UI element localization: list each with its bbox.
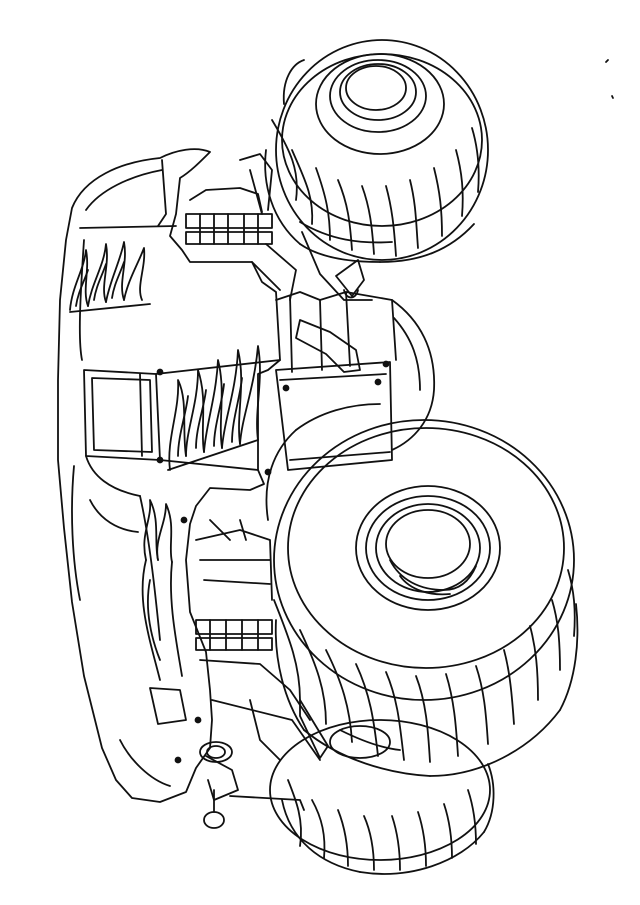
rear-wheel [264,39,489,301]
edge-mark [605,59,609,63]
truck-body [57,148,281,803]
front-wheel [265,403,579,777]
front-inner-wheel [269,719,495,875]
body-rivets [156,360,390,764]
edge-mark [611,95,614,99]
rear-inner-wheel [391,299,436,451]
flame-decals [69,241,261,681]
